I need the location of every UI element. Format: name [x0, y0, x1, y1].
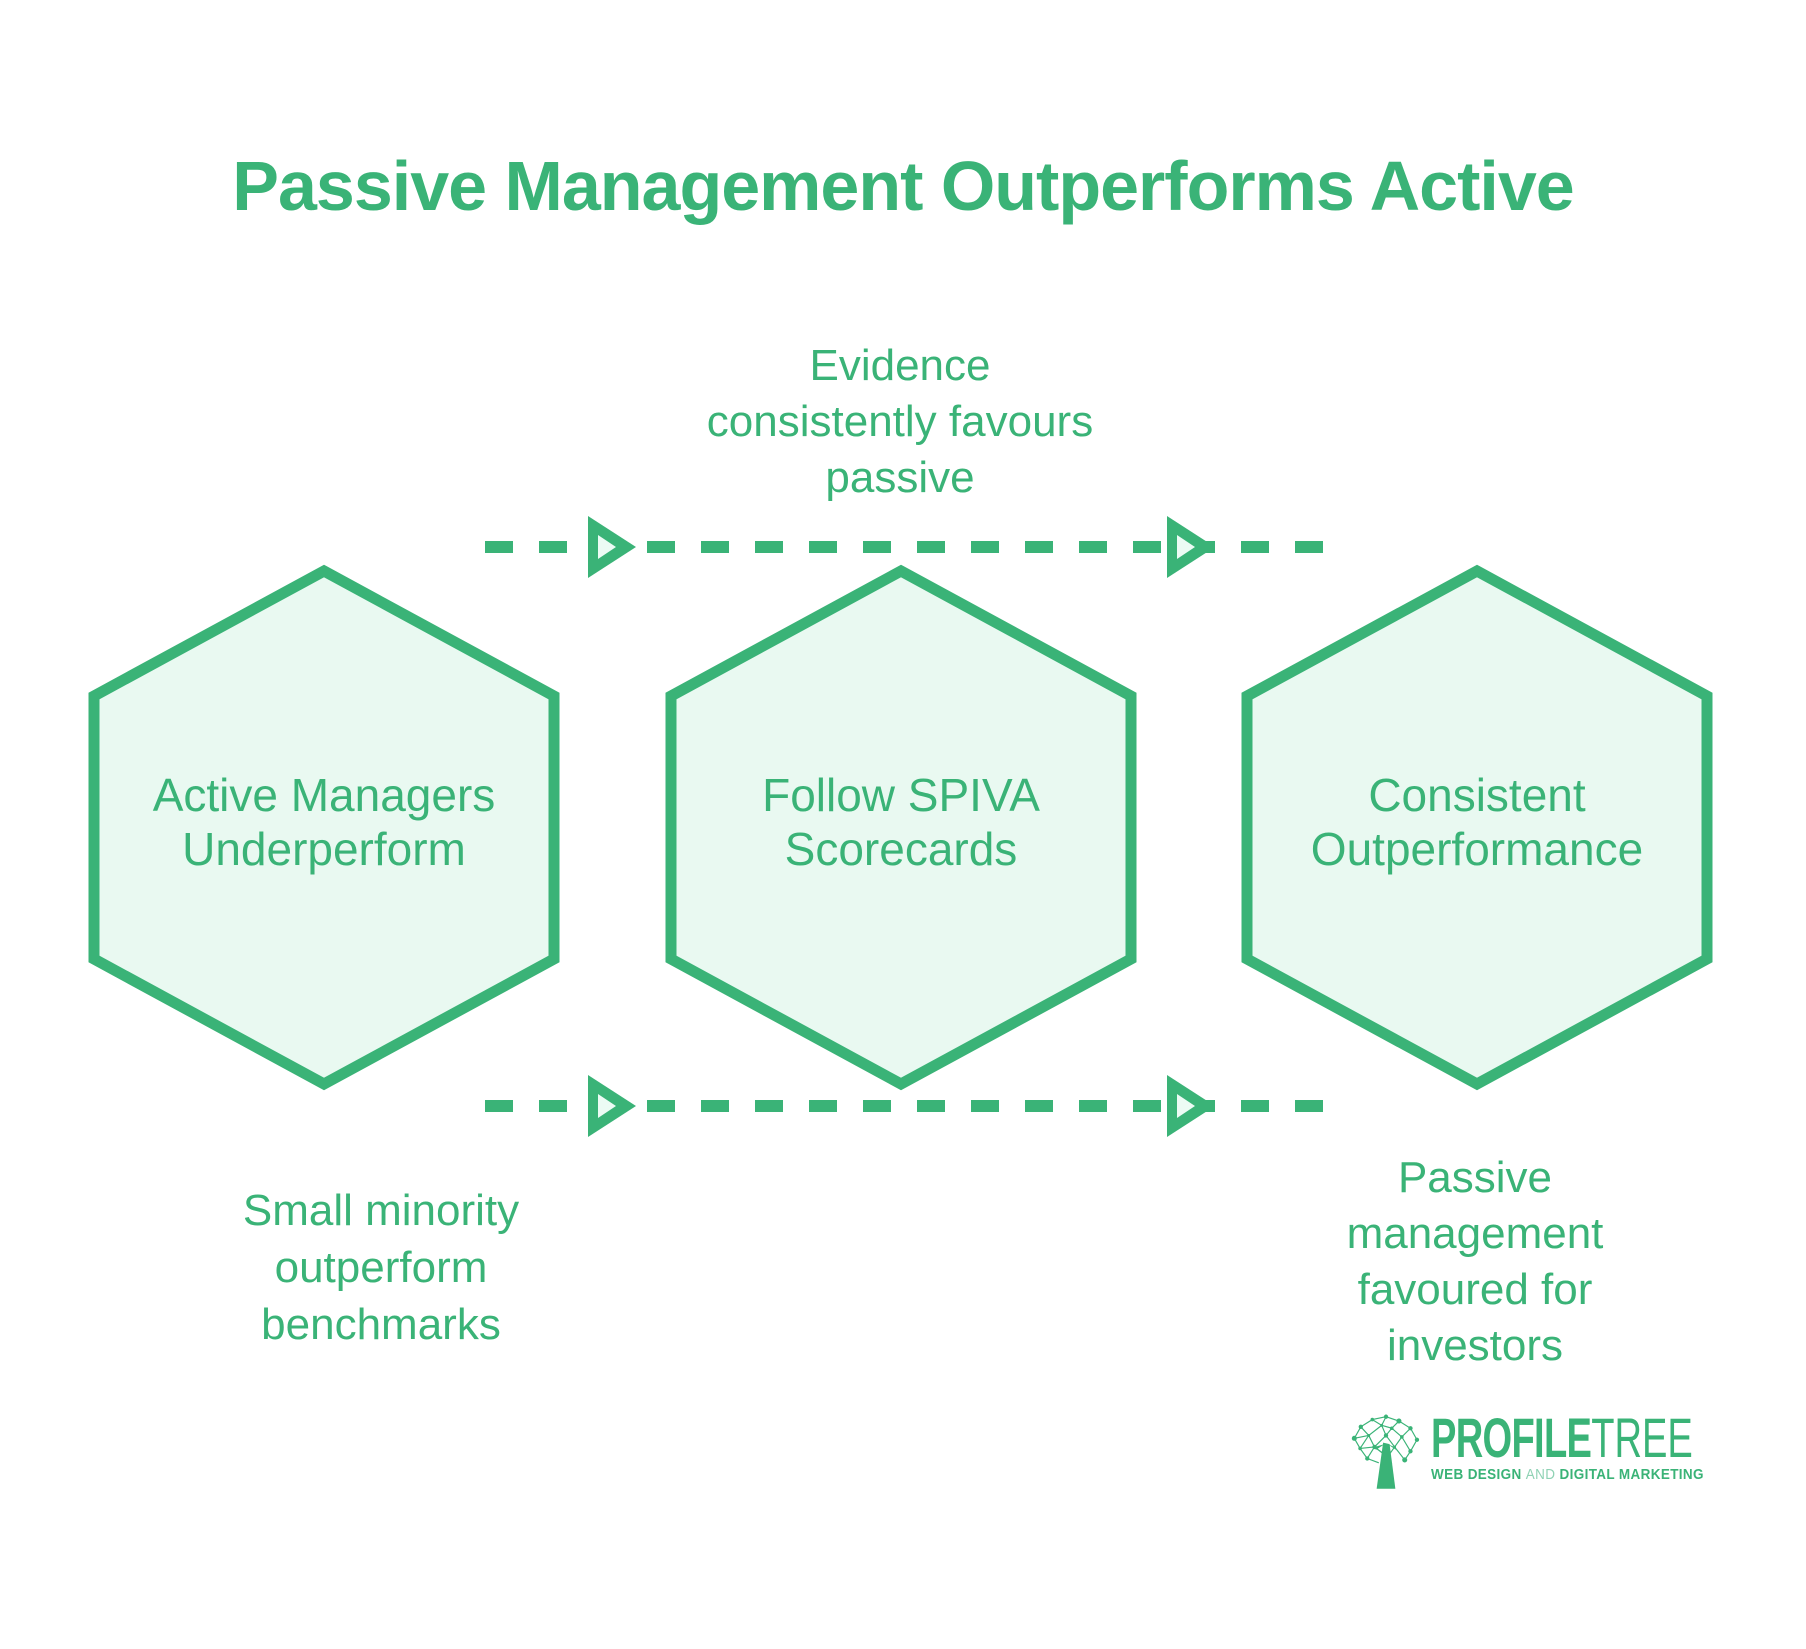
flow-label-bottom-left: Small minority outperform benchmarks	[242, 1186, 520, 1349]
dashed-arrow-top	[485, 516, 1325, 578]
arrowhead-inner	[598, 535, 616, 559]
arrowhead-inner	[1177, 535, 1195, 559]
logo-text: PROFILETREE WEB DESIGN AND DIGITAL MARKE…	[1431, 1410, 1806, 1484]
dashed-arrow-bottom	[485, 1075, 1325, 1137]
logo-wordmark-light: TREE	[1591, 1406, 1693, 1469]
hexagon-label: Active Managers Underperform	[152, 768, 496, 875]
logo-tagline: WEB DESIGN AND DIGITAL MARKETING	[1431, 1467, 1789, 1483]
arrowhead-inner	[1177, 1094, 1195, 1118]
flow-label-bottom-right: Passive management favoured for investor…	[1346, 1153, 1604, 1370]
logo-wordmark: PROFILETREE	[1431, 1410, 1693, 1466]
flow-label-top: Evidence consistently favours passive	[706, 341, 1094, 502]
hexagon-shape	[665, 564, 1137, 1091]
profiletree-logo: PROFILETREE WEB DESIGN AND DIGITAL MARKE…	[1350, 1410, 1806, 1492]
hexagon-active-managers: Active Managers Underperform	[88, 564, 560, 1091]
hexagon-shape	[88, 564, 560, 1091]
hexagon-follow-spiva: Follow SPIVA Scorecards	[665, 564, 1137, 1091]
logo-tagline-lead: WEB DESIGN	[1431, 1467, 1522, 1483]
hexagon-shape	[1241, 564, 1713, 1091]
page-title: Passive Management Outperforms Active	[232, 147, 1574, 225]
hexagon-label: Follow SPIVA Scorecards	[762, 768, 1040, 875]
arrowhead-inner	[598, 1094, 616, 1118]
logo-tagline-tail: DIGITAL MARKETING	[1559, 1467, 1704, 1483]
logo-wordmark-bold: PROFILE	[1431, 1406, 1592, 1469]
profiletree-tree-icon	[1351, 1414, 1420, 1489]
hexagon-label: Consistent Outperformance	[1310, 768, 1644, 875]
logo-tagline-and: AND	[1525, 1467, 1556, 1483]
hexagon-consistent-outperformance: Consistent Outperformance	[1241, 564, 1713, 1091]
